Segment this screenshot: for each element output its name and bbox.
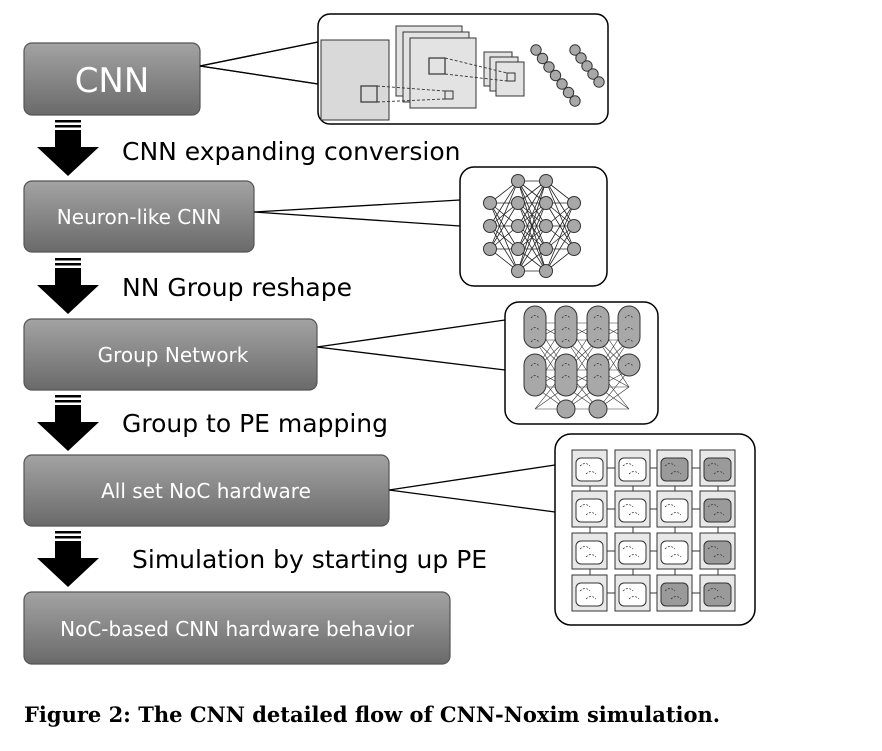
neuron (536, 52, 549, 65)
neuron (511, 242, 525, 256)
stage-label: Neuron-like CNN (57, 205, 221, 229)
neuron (575, 52, 587, 64)
neuron-group (523, 305, 547, 349)
neuron (556, 399, 576, 419)
processing-element (614, 532, 651, 570)
down-arrow (37, 258, 99, 314)
neuron (483, 196, 497, 210)
neuron (588, 399, 608, 419)
stage-box-neuron-like-cnn: Neuron-like CNN (23, 180, 255, 253)
pe-mesh-graphic (571, 449, 736, 612)
stage-box-group-network: Group Network (23, 318, 318, 391)
neuron (567, 219, 581, 233)
processing-element (699, 532, 736, 570)
stage-label: All set NoC hardware (101, 479, 311, 503)
callout-neuron-network (253, 166, 608, 287)
neuron (511, 219, 525, 233)
neuron (581, 60, 593, 72)
neuron (593, 76, 605, 88)
stage-box-cnn: CNN (23, 42, 201, 116)
processing-element (614, 574, 651, 612)
neuron (569, 44, 581, 56)
neuron (483, 219, 497, 233)
neuron (539, 174, 553, 188)
neuron (562, 86, 575, 99)
neuron (587, 68, 599, 80)
processing-element (614, 490, 651, 528)
neuron (539, 264, 553, 278)
neuron (556, 78, 568, 90)
processing-element (656, 532, 693, 570)
stage-box-noc-behavior: NoC-based CNN hardware behavior (23, 591, 451, 665)
neuron (567, 196, 581, 210)
transition-label: CNN expanding conversion (122, 137, 461, 166)
figure-caption: Figure 2: The CNN detailed flow of CNN-N… (24, 702, 721, 727)
stage-label: NoC-based CNN hardware behavior (60, 617, 414, 641)
callout-group-network (316, 301, 659, 425)
neuron-group (554, 305, 578, 349)
callout-cnn-layers (199, 13, 609, 125)
neuron-group (586, 353, 610, 397)
transition-label: Simulation by starting up PE (132, 545, 487, 574)
processing-element (614, 449, 651, 487)
processing-element (699, 449, 736, 487)
neuron (567, 242, 581, 256)
processing-element (571, 532, 608, 570)
processing-element (699, 574, 736, 612)
neuron (539, 219, 553, 233)
neuron-group (554, 353, 578, 397)
neuron (543, 61, 555, 73)
down-arrow (37, 120, 99, 176)
processing-element (656, 449, 693, 487)
neuron (569, 95, 581, 107)
stage-label: Group Network (98, 343, 249, 367)
transition-label: NN Group reshape (122, 273, 352, 302)
neuron (539, 196, 553, 210)
down-arrow (37, 395, 99, 451)
neuron (511, 174, 525, 188)
processing-element (699, 490, 736, 528)
callout-noc-mesh (388, 433, 756, 626)
neuron (483, 242, 497, 256)
neuron (549, 69, 562, 82)
processing-element (571, 490, 608, 528)
processing-element (571, 574, 608, 612)
processing-element (571, 449, 608, 487)
neuron (511, 196, 525, 210)
fc-neurons (530, 44, 605, 107)
neuron (530, 44, 542, 56)
stage-box-noc-hardware: All set NoC hardware (23, 454, 390, 527)
processing-element (656, 574, 693, 612)
transition-label: Group to PE mapping (122, 409, 388, 438)
neuron-group (523, 353, 547, 397)
processing-element (656, 490, 693, 528)
neuron (539, 242, 553, 256)
neuron-group (617, 305, 641, 349)
neuron-group (617, 353, 641, 377)
down-arrow (37, 531, 99, 587)
neuron-group (586, 305, 610, 349)
stage-label: CNN (75, 61, 150, 101)
group-network-graphic (523, 305, 641, 419)
neuron (511, 264, 525, 278)
neuron-network-graphic (483, 174, 581, 278)
